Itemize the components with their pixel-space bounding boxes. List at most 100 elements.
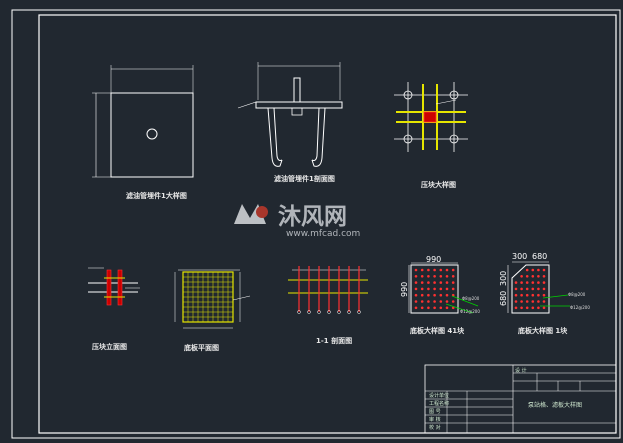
block1-dot	[537, 268, 540, 272]
block41-dot	[433, 306, 436, 310]
block1-dot	[514, 306, 518, 310]
block41-dot	[451, 281, 455, 284]
block41-dot	[439, 306, 443, 310]
block1-dot	[531, 275, 535, 278]
block1-dot	[525, 300, 529, 303]
hook-section: 滤油管埋件1剖面图	[237, 62, 343, 183]
block41-dot	[445, 300, 449, 303]
section-bar-end	[307, 310, 311, 314]
block1-dot	[531, 281, 535, 284]
rebar-plan-label: 底板平面图	[184, 343, 219, 352]
block1-dot	[537, 275, 540, 278]
block1-height-b: 300	[499, 271, 508, 286]
pressure-block-elev-label: 压块立面图	[92, 342, 127, 351]
block41-dot	[433, 300, 436, 303]
block41-dot	[420, 268, 424, 272]
block41-dot	[414, 306, 418, 310]
block-detail-1-label: 底板大样图 1块	[518, 326, 568, 335]
block41-dot	[414, 287, 418, 291]
block41-dot	[433, 275, 436, 278]
block1-dot	[537, 281, 540, 284]
block1-width-a: 300	[512, 252, 527, 261]
block41-dot	[439, 300, 443, 303]
section-bar-end	[337, 310, 341, 314]
block41-dot	[427, 300, 430, 303]
section-bar-end	[317, 310, 321, 314]
block1-dot	[542, 275, 546, 278]
block1-dot	[537, 300, 540, 303]
block41-dot	[427, 287, 430, 291]
hook-section-label: 滤油管埋件1剖面图	[274, 174, 335, 183]
block1-dot	[525, 268, 529, 272]
block41-dot	[427, 281, 430, 284]
block41-height-dim: 990	[400, 282, 409, 297]
plate-detail-label: 滤油管埋件1大样图	[126, 191, 187, 200]
block1-dot	[531, 287, 535, 291]
block41-note-a: Φ8@200	[462, 296, 480, 301]
rebar-plan: 底板平面图	[174, 269, 251, 352]
plate-detail: 滤油管埋件1大样图	[92, 65, 194, 200]
block41-dot	[414, 275, 418, 278]
block41-dot	[420, 293, 424, 297]
block41-note-b: Φ12@200	[460, 309, 480, 314]
block41-dot	[445, 306, 449, 310]
tb-project-title: 泵站格、滤板大样图	[528, 401, 582, 409]
watermark-brand: 沐风网	[278, 204, 347, 230]
tb-row-3: 审 核	[429, 416, 441, 423]
section-bar-end	[357, 310, 361, 314]
watermark-url: www.mfcad.com	[286, 229, 360, 239]
block41-dot	[433, 281, 436, 284]
block1-width-b: 680	[532, 252, 547, 261]
block1-dot	[525, 287, 529, 291]
block41-dot	[420, 300, 424, 303]
block41-dot	[420, 281, 424, 284]
tb-row-0: 设计单位	[429, 392, 449, 399]
block1-dot	[531, 306, 535, 310]
block41-dot	[433, 287, 436, 291]
block1-dot	[514, 293, 518, 297]
block41-dot	[433, 293, 436, 297]
block1-dot	[525, 306, 529, 310]
block41-dot	[451, 300, 455, 303]
inner-border	[38, 14, 617, 434]
block1-height-a: 680	[499, 291, 508, 306]
block1-note-b: Φ12@200	[570, 305, 590, 310]
block1-note-a: Φ8@200	[568, 292, 586, 297]
block1-dot	[542, 293, 546, 297]
block1-dot	[525, 293, 529, 297]
block1-dot	[514, 281, 518, 284]
block41-dot	[414, 268, 418, 272]
watermark: 沐风网 www.mfcad.com	[234, 204, 360, 239]
block41-dot	[451, 275, 455, 278]
tb-row-2: 图 号	[429, 409, 441, 415]
block1-dot	[520, 281, 523, 284]
block1-dot	[520, 306, 523, 310]
block41-dot	[414, 281, 418, 284]
outer-border	[11, 9, 621, 439]
pressure-block-elevation: 压块立面图	[88, 267, 140, 351]
block41-dot	[439, 275, 443, 278]
tb-row-4: 校 对	[429, 424, 441, 431]
block41-dot	[414, 293, 418, 297]
block41-dot	[427, 306, 430, 310]
block41-dot	[439, 268, 443, 272]
block41-dot	[451, 306, 455, 310]
block41-dot	[439, 293, 443, 297]
block41-dot	[451, 287, 455, 291]
section-1-1: 1-1 剖面图	[288, 266, 368, 345]
block-detail-41-label: 底板大样图 41块	[410, 326, 465, 335]
pressure-block-detail: 压块大样图	[394, 82, 468, 189]
section-bar-end	[327, 310, 331, 314]
block41-dot	[439, 281, 443, 284]
block1-dot	[531, 300, 535, 303]
block1-dot	[514, 300, 518, 303]
block-detail-41: 990 990 Φ8@200 Φ12@200 底板大样图 41块	[400, 255, 480, 335]
block41-dot	[420, 287, 424, 291]
block1-dot	[531, 293, 535, 297]
block41-dot	[433, 268, 436, 272]
block1-dot	[520, 275, 523, 278]
section-bar-end	[297, 310, 301, 314]
block1-dot	[537, 306, 540, 310]
section-11-label: 1-1 剖面图	[316, 336, 352, 345]
